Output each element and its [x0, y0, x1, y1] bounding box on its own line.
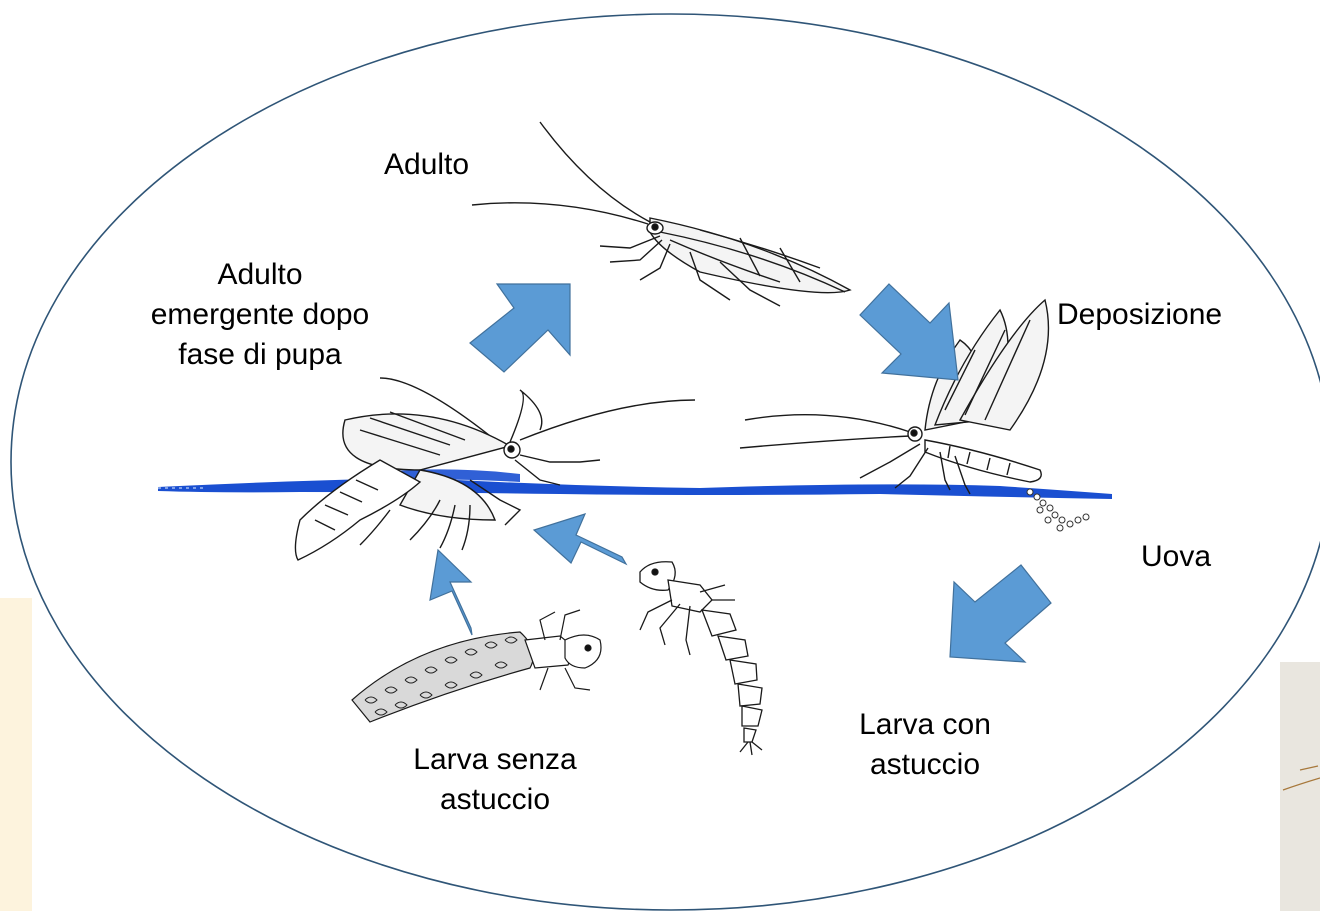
label-emerging-adult: Adulto emergente dopo fase di pupa [150, 255, 370, 375]
photo-strands-icon [1283, 766, 1320, 790]
label-oviposition: Deposizione [1057, 295, 1222, 335]
label-larva-nocase: Larva senza astuccio [405, 740, 585, 820]
label-emerging-line3: fase di pupa [150, 335, 370, 375]
label-larva-case-line2: astuccio [850, 745, 1000, 785]
label-emerging-line1: Adulto [150, 255, 370, 295]
label-larva-nocase-line2: astuccio [405, 780, 585, 820]
label-larva-case-line1: Larva con [850, 705, 1000, 745]
label-eggs: Uova [1141, 537, 1211, 577]
cycle-ellipse [11, 14, 1320, 910]
label-adult: Adulto [384, 145, 469, 185]
label-larva-nocase-line1: Larva senza [405, 740, 585, 780]
label-emerging-line2: emergente dopo [150, 295, 370, 335]
label-larva-case: Larva con astuccio [850, 705, 1000, 785]
